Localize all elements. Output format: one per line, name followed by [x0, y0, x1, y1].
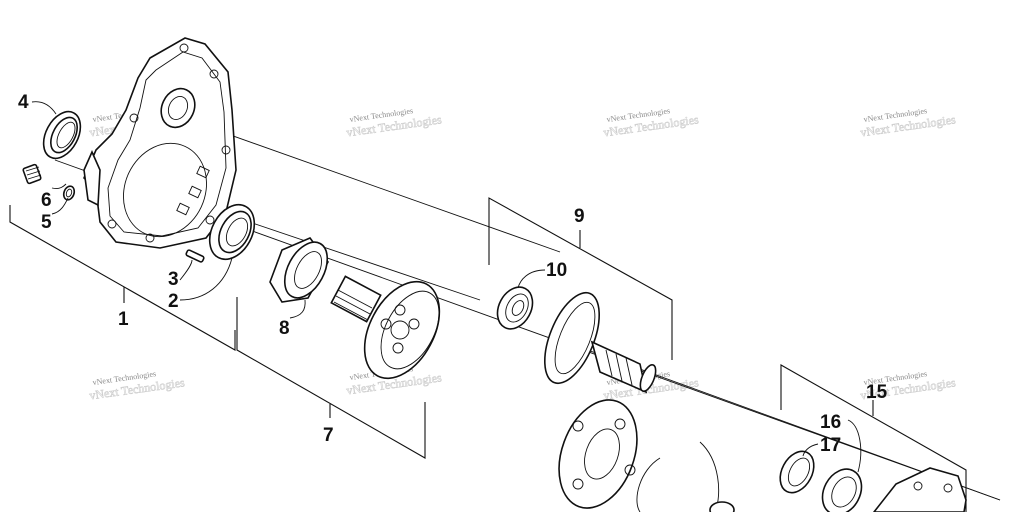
- part-17-seal: [779, 450, 815, 494]
- callout-6: 6: [41, 190, 52, 211]
- callout-17: 17: [820, 435, 841, 456]
- callout-3: 3: [168, 269, 179, 290]
- bracket-group-7: [236, 297, 426, 459]
- callout-1: 1: [118, 309, 129, 330]
- part-5-o-ring: [62, 185, 76, 201]
- callout-15: 15: [866, 382, 888, 403]
- part-4-seal: [42, 110, 82, 160]
- callout-7: 7: [323, 425, 334, 446]
- part-8-bearing: [269, 237, 329, 303]
- part-15-cover: [872, 467, 967, 512]
- callout-2: 2: [168, 291, 179, 312]
- part-1-gear-case-housing: [83, 37, 237, 249]
- watermark-3: vNext Technologies vNext Technologies: [602, 106, 700, 140]
- callout-5: 5: [41, 212, 52, 233]
- callout-8: 8: [279, 318, 290, 339]
- watermark-4: vNext Technologies vNext Technologies: [859, 106, 957, 140]
- callout-9: 9: [574, 206, 585, 227]
- part-3-dowel-pin: [185, 249, 205, 263]
- callout-16: 16: [820, 412, 841, 433]
- part-9-gear-shaft: [544, 291, 657, 394]
- part-16-bearing: [821, 468, 863, 512]
- bracket-group-1: [9, 205, 236, 351]
- planet-carrier: [558, 399, 638, 509]
- watermark-2: vNext Technologies vNext Technologies: [345, 106, 443, 140]
- bracket-group-9: [488, 197, 673, 360]
- watermark-5: vNext Technologies vNext Technologies: [88, 369, 186, 403]
- part-10-bearing: [496, 286, 534, 330]
- snap-rings: [636, 441, 735, 512]
- callout-10: 10: [546, 260, 567, 281]
- part-6-plug: [22, 163, 42, 185]
- bracket-group-15: [780, 364, 967, 512]
- part-7-ring-gear: [330, 275, 441, 380]
- callout-leaders: [31, 101, 862, 473]
- callout-4: 4: [18, 92, 29, 113]
- part-2-seal: [208, 203, 256, 261]
